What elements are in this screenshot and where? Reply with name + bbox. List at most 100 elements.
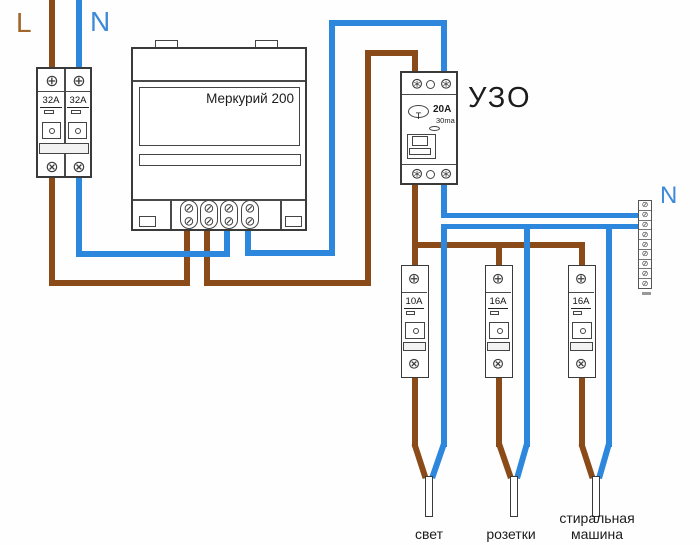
screw-icon: ⊘ (641, 210, 649, 220)
rcd-test-button: T (408, 105, 429, 121)
breaker-toggle (68, 122, 87, 139)
wire-live-breaker-to-meter-v2 (184, 229, 190, 286)
wire-neutral-meter-out-v1 (245, 229, 251, 256)
screw-icon: ⊛ (439, 74, 453, 93)
wire-live-slant-1 (411, 442, 429, 480)
toggle-dot-icon (49, 128, 55, 134)
screw-icon: ⊗ (574, 354, 588, 373)
wire-live-drop-breaker3 (579, 242, 585, 270)
rcd-bottom-hole (426, 170, 435, 179)
screw-icon: ⊘ (641, 259, 649, 269)
branch-breaker-2-rating: 16A (488, 296, 508, 309)
neutral-busbar: ⊘ ⊘ ⊘ ⊘ ⊘ ⊘ ⊘ ⊘ ⊘ (638, 200, 652, 289)
screw-icon: ⊘ (641, 249, 649, 259)
screw-icon: ⊕ (491, 269, 505, 288)
wire-neutral-meter-out-h1 (245, 250, 335, 256)
wire-live-input (49, 0, 55, 68)
label-circuit-light: свет (414, 526, 443, 542)
meter-divider-top (133, 80, 305, 82)
wire-neutral-branch1 (441, 224, 447, 447)
breaker-divider (569, 292, 594, 294)
rcd-title: УЗО (468, 82, 532, 114)
test-button-label: T (415, 111, 422, 121)
rcd-divider-top (402, 94, 456, 96)
label-circuit-washing-machine: стиральная машина (559, 510, 635, 542)
screw-icon: ⊛ (410, 74, 424, 93)
wire-neutral-breaker-to-meter-v2 (224, 229, 230, 257)
rcd-rating: 20A (433, 104, 452, 115)
branch-breaker-2: ⊕ 16A ⊗ (485, 265, 513, 378)
busbar-mount-mark (642, 292, 651, 295)
branch-breaker-1: ⊕ 10A ⊗ (401, 265, 429, 378)
breaker-divider (486, 292, 511, 294)
main-breaker-rating-1: 32A (40, 95, 62, 108)
wire-live-slant-2 (496, 443, 514, 479)
screw-icon: ⊘ (223, 201, 235, 217)
busbar-terminal: ⊘ (639, 268, 651, 278)
branch-breaker-3-rating: 16A (571, 296, 591, 309)
busbar-terminal: ⊘ (639, 209, 651, 220)
toggle-dot-icon (580, 328, 586, 334)
wire-live-meter-out-h2 (365, 50, 418, 56)
wire-live-breaker-to-meter-h (49, 280, 190, 286)
screw-icon: ⊘ (641, 239, 649, 249)
rcd-sensitivity: 30ma (436, 116, 455, 125)
main-breaker: ⊕ ⊕ 32A 32A ⊗ ⊗ (36, 67, 92, 178)
breaker-toggle (405, 322, 425, 339)
main-breaker-pole-divider (64, 69, 66, 176)
screw-icon: ⊘ (203, 201, 215, 217)
breaker-bar (403, 342, 426, 351)
screw-icon: ⊘ (641, 200, 649, 210)
wire-live-to-rcd (412, 50, 418, 76)
screw-icon: ⊘ (223, 214, 235, 230)
main-breaker-divider (38, 91, 90, 93)
cable-washing-machine (592, 476, 600, 517)
wire-live-breaker-to-meter-v1 (49, 178, 55, 286)
indicator-window (490, 311, 499, 315)
screw-icon: ⊕ (45, 71, 59, 90)
wire-live-slant-3 (578, 442, 596, 480)
meter-corner-window (139, 216, 156, 227)
rcd-top-hole (426, 80, 435, 89)
cable-sockets (510, 476, 518, 517)
screw-icon: ⊘ (183, 214, 195, 230)
meter-terminal-3: ⊘ ⊘ (220, 200, 238, 229)
wire-live-meter-out-v1 (204, 229, 210, 286)
wire-neutral-input (76, 0, 82, 68)
screw-icon: ⊗ (72, 157, 86, 176)
wire-neutral-branch3 (606, 224, 612, 447)
screw-icon: ⊘ (641, 268, 649, 278)
wire-neutral-to-rcd (441, 20, 447, 78)
indicator-window (71, 110, 81, 114)
breaker-bar (487, 342, 510, 351)
branch-breaker-1-rating: 10A (404, 296, 424, 309)
breaker-toggle (572, 322, 592, 339)
main-breaker-rating-2: 32A (67, 95, 89, 108)
rcd-divider-bottom (402, 164, 456, 166)
meter-terminal-divider-left (170, 199, 172, 229)
cable-light (425, 476, 433, 517)
meter-strip (139, 154, 301, 166)
meter-divider-bottom (133, 199, 305, 201)
busbar-terminal: ⊘ (639, 229, 651, 239)
meter-terminal-4: ⊘ ⊘ (241, 200, 259, 229)
screw-icon: ⊗ (45, 157, 59, 176)
wire-live-drop-breaker2 (496, 242, 502, 270)
meter-model: Меркурий 200 (206, 91, 294, 106)
screw-icon: ⊘ (183, 201, 195, 217)
breaker-bar (570, 342, 593, 351)
rcd-indicator (429, 126, 440, 131)
busbar-terminal: ⊘ (639, 239, 651, 249)
electricity-meter: Меркурий 200 ⊘ ⊘ ⊘ ⊘ ⊘ ⊘ ⊘ ⊘ (131, 47, 307, 231)
busbar-terminal: ⊘ (639, 219, 651, 230)
wire-live-below-breaker1 (412, 378, 418, 447)
meter-display: Меркурий 200 (139, 87, 300, 146)
wire-live-below-breaker2 (496, 378, 502, 447)
wire-live-rcd-out (412, 185, 418, 268)
busbar-terminal: ⊘ (639, 201, 651, 210)
screw-icon: ⊘ (203, 214, 215, 230)
busbar-terminal: ⊘ (639, 278, 651, 288)
screw-icon: ⊛ (439, 164, 453, 183)
screw-icon: ⊕ (72, 71, 86, 90)
